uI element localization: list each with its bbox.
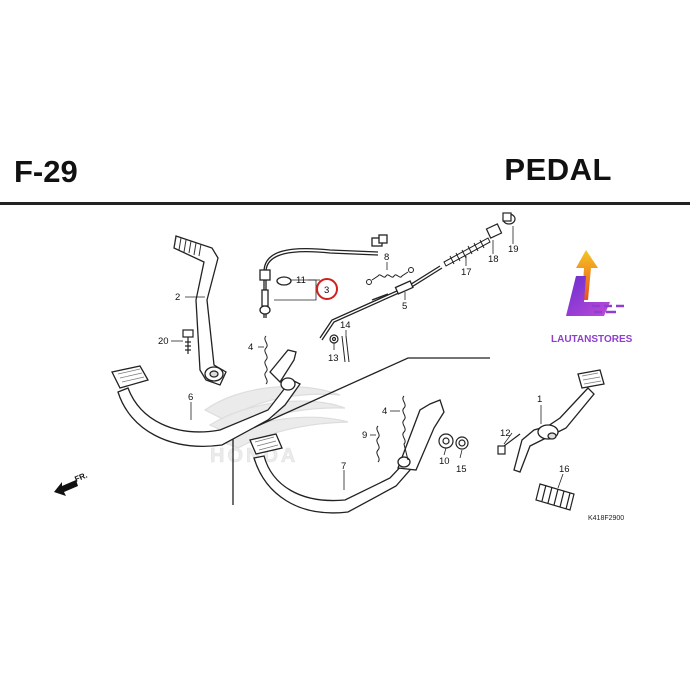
- callout-15: 15: [456, 464, 467, 475]
- callout-4-inset: 4: [382, 406, 387, 417]
- part-5-rod: [319, 265, 443, 341]
- part-16-rubber: [535, 483, 575, 511]
- part-4-spring-inset: [402, 395, 409, 461]
- part-17-spring: [443, 237, 491, 267]
- callout-10: 10: [439, 456, 450, 467]
- part-13-pin: [329, 334, 339, 344]
- callout-3: 3: [324, 285, 329, 296]
- part-3-cable: [259, 234, 388, 318]
- part-12-bolt: [497, 433, 521, 455]
- figure-number: F-29: [14, 154, 78, 189]
- store-name: LAUTANSTORES: [551, 334, 633, 345]
- callout-9: 9: [362, 430, 367, 441]
- callout-2: 2: [175, 292, 180, 303]
- callout-17: 17: [461, 267, 472, 278]
- callout-3-highlight-ring: [316, 278, 338, 300]
- part-4-spring-left: [264, 335, 268, 385]
- part-7-brake-pedal-inset: [249, 399, 445, 514]
- part-15-washer: [455, 436, 469, 450]
- callout-20: 20: [158, 336, 169, 347]
- header-divider: [0, 202, 690, 205]
- part-19-nut: [502, 212, 516, 225]
- callout-12: 12: [500, 428, 511, 439]
- leader-lines: [171, 226, 564, 490]
- direction-label: FR.: [73, 471, 88, 484]
- callout-1: 1: [537, 394, 542, 405]
- callout-8: 8: [384, 252, 389, 263]
- store-arrow-icon: [576, 250, 598, 300]
- callout-4-left: 4: [248, 342, 253, 353]
- store-badge: LAUTANSTORES: [551, 250, 633, 345]
- part-20-bolt: [182, 329, 194, 354]
- section-title: PEDAL: [504, 152, 612, 187]
- callout-11: 11: [296, 275, 306, 286]
- inset-frame: [232, 357, 490, 505]
- drawing-code: K418F2900: [588, 515, 624, 522]
- callout-labels: 1 2 3 4 4 5 6 7 8 9 10 11 12 13 14 15 16…: [158, 244, 570, 475]
- callout-18: 18: [488, 254, 499, 265]
- part-2-arm: [173, 235, 227, 386]
- callout-7: 7: [341, 461, 346, 472]
- callout-6: 6: [188, 392, 193, 403]
- store-logo-stripes: [592, 304, 624, 314]
- callout-19: 19: [508, 244, 519, 255]
- callout-13: 13: [328, 353, 339, 364]
- callout-16: 16: [559, 464, 570, 475]
- callout-14: 14: [340, 320, 351, 331]
- part-8-spring: [366, 267, 414, 285]
- part-6-brake-pedal: [111, 349, 301, 447]
- callout-5: 5: [402, 301, 407, 312]
- part-14-clip: [341, 335, 350, 363]
- front-direction-arrow-icon: FR.: [54, 471, 89, 496]
- part-10-washer: [438, 433, 454, 449]
- part-9-spring: [376, 425, 380, 463]
- part-18-joint: [485, 223, 503, 239]
- part-1-shift-pedal: [513, 369, 605, 473]
